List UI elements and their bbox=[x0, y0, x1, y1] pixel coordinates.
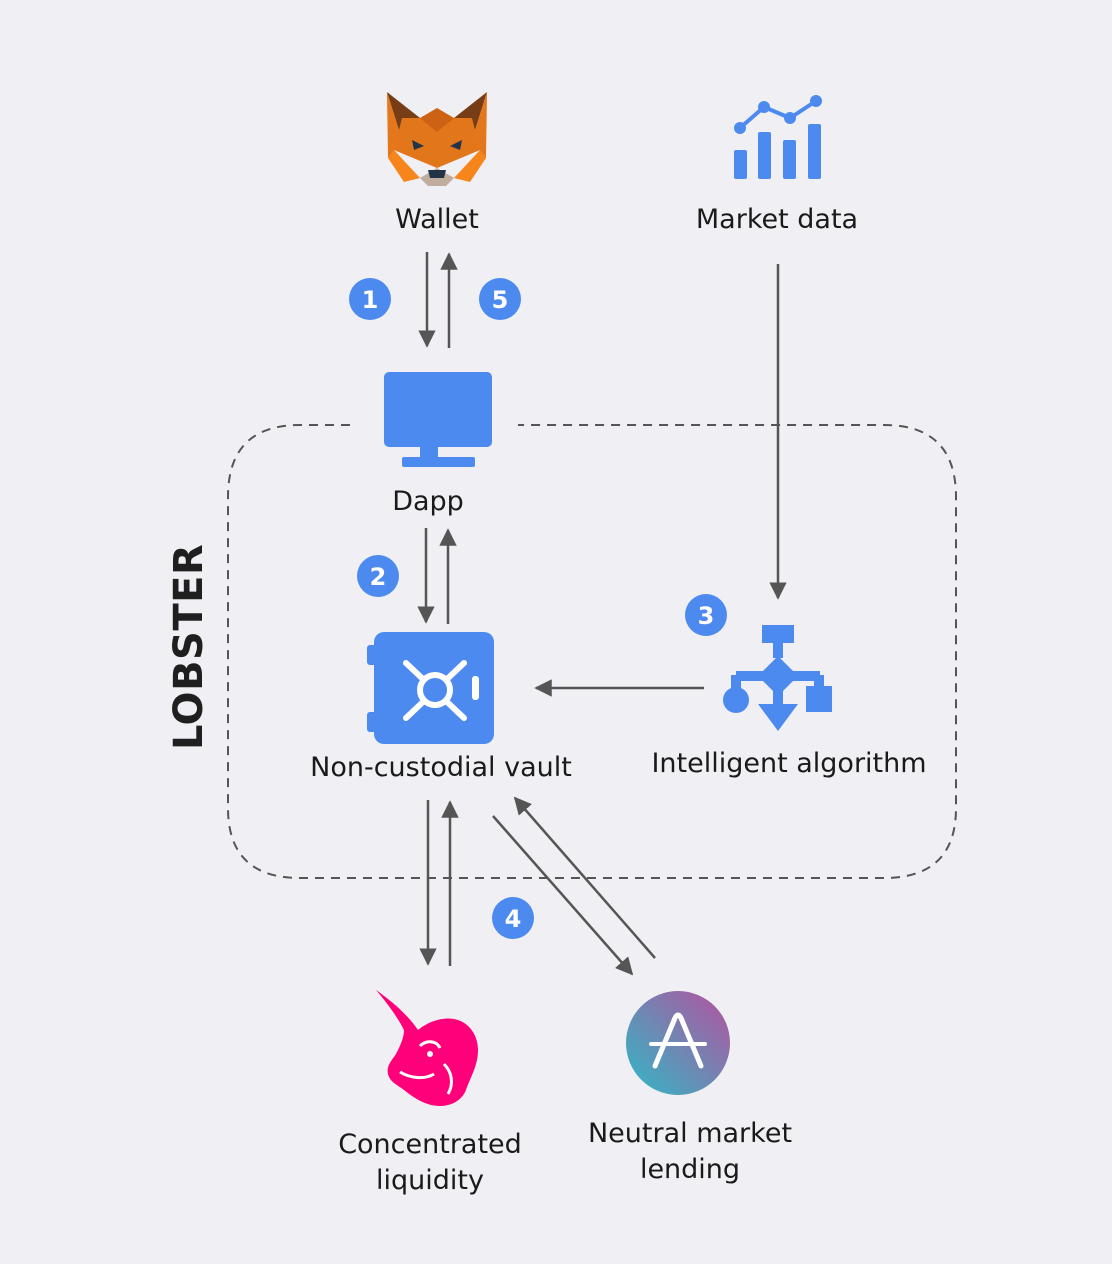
step-badge-4: 4 bbox=[492, 897, 534, 939]
svg-text:1: 1 bbox=[362, 286, 379, 314]
bar-line-chart-icon bbox=[734, 95, 822, 179]
uniswap-unicorn-icon bbox=[376, 990, 478, 1106]
dapp-label: Dapp bbox=[392, 486, 464, 517]
safe-vault-icon bbox=[367, 632, 494, 744]
liquidity-label: Concentrated liquidity bbox=[338, 1129, 522, 1196]
wallet-label: Wallet bbox=[395, 204, 479, 235]
vault-label: Non-custodial vault bbox=[310, 752, 572, 783]
svg-text:3: 3 bbox=[698, 602, 715, 630]
lending-label: Neutral market lending bbox=[587, 1118, 793, 1185]
step-badge-1: 1 bbox=[349, 278, 391, 320]
step-badge-2: 2 bbox=[357, 555, 399, 597]
metamask-fox-icon bbox=[387, 92, 487, 186]
arrows bbox=[417, 252, 787, 976]
arrow-vault-to-lending bbox=[492, 815, 634, 976]
flowchart-icon bbox=[723, 625, 832, 731]
step-badge-5: 5 bbox=[479, 278, 521, 320]
aave-logo-icon bbox=[626, 991, 730, 1095]
lobster-brand: LOBSTER bbox=[164, 544, 214, 758]
svg-text:2: 2 bbox=[370, 563, 387, 591]
lobster-wordmark: LOBSTER bbox=[166, 543, 212, 750]
lobster-boundary bbox=[227, 424, 957, 879]
algorithm-label: Intelligent algorithm bbox=[651, 748, 927, 779]
svg-text:4: 4 bbox=[505, 905, 522, 933]
step-badge-3: 3 bbox=[685, 594, 727, 636]
svg-text:5: 5 bbox=[492, 286, 509, 314]
arrow-lending-to-vault bbox=[513, 796, 656, 959]
monitor-icon bbox=[384, 372, 492, 467]
market-data-label: Market data bbox=[695, 204, 859, 235]
